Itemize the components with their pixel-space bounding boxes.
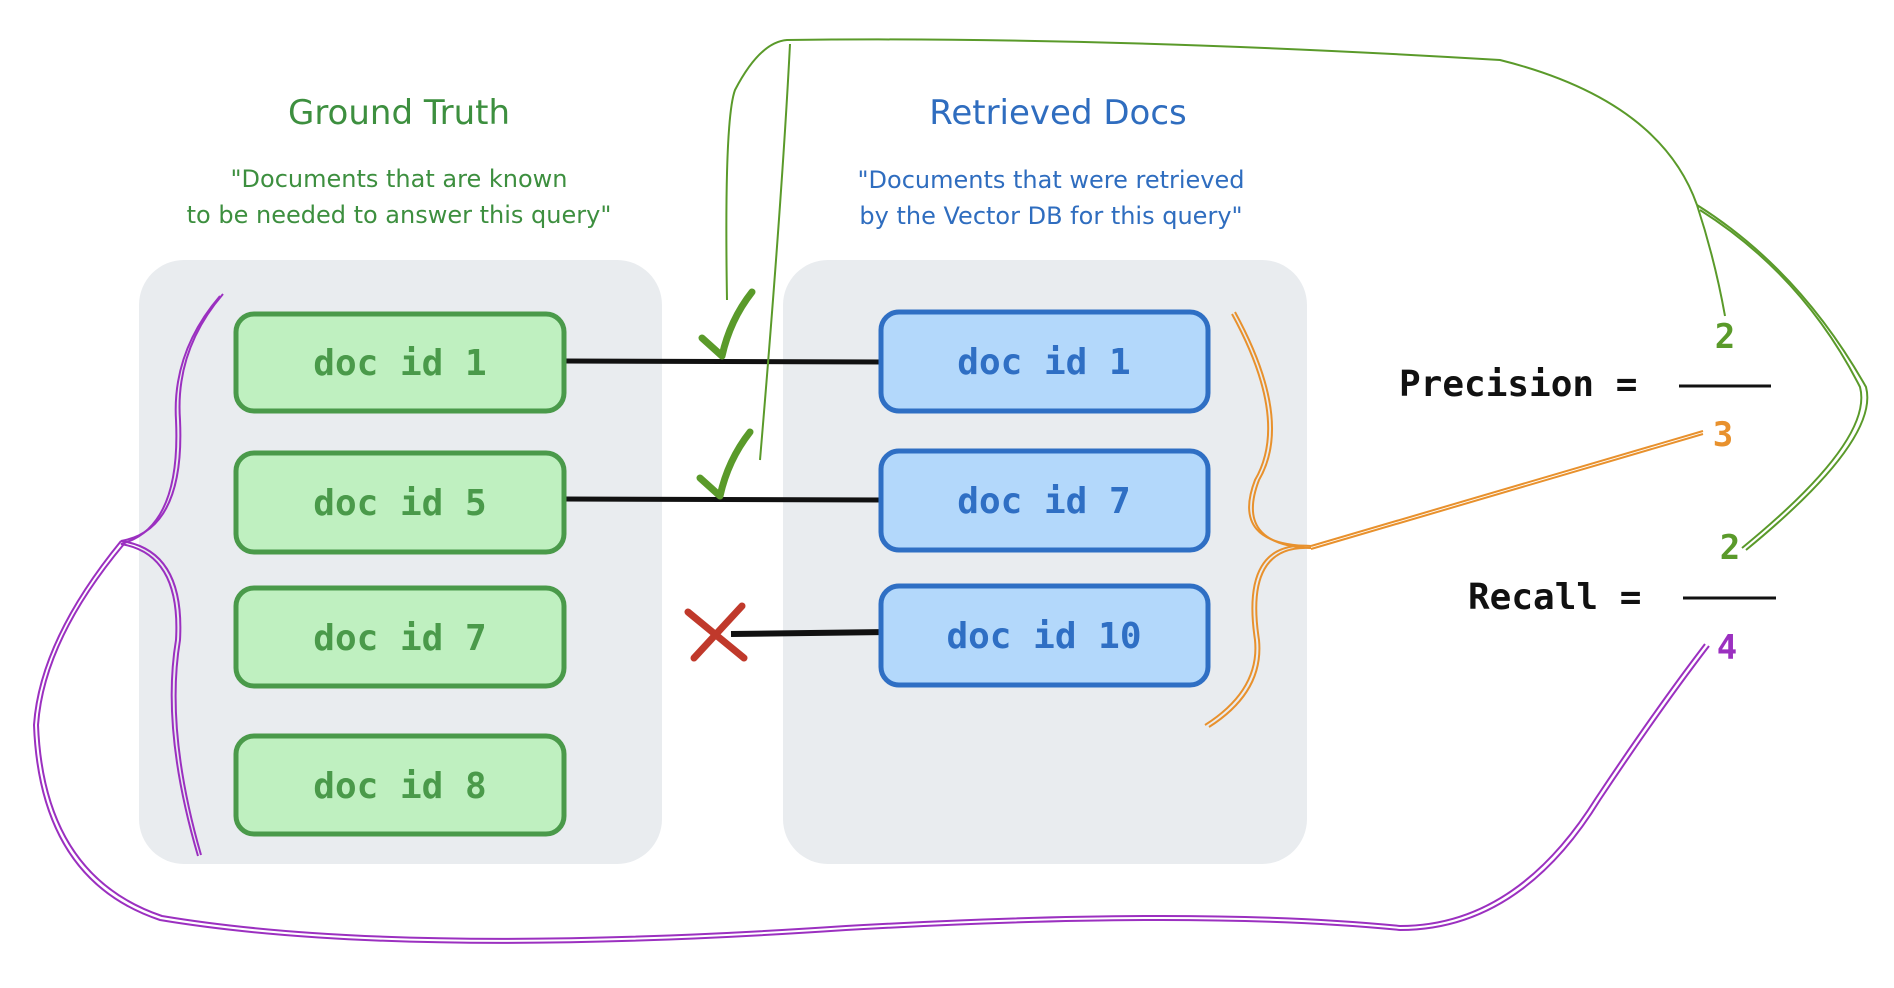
recall-denominator: 4 <box>1717 628 1737 668</box>
retrieved-title: Retrieved Docs <box>929 93 1187 133</box>
retrieved-subtitle-1: "Documents that were retrieved <box>857 166 1244 194</box>
precision-numerator: 2 <box>1715 317 1735 357</box>
check-icon <box>696 428 754 500</box>
mismatch-line <box>730 629 889 637</box>
match-line-1 <box>563 358 888 365</box>
retrieved-brace <box>1204 311 1704 728</box>
svg-text:doc id 1: doc id 1 <box>313 343 486 384</box>
ground-truth-doc: doc id 8 <box>233 733 567 837</box>
svg-text:doc id 7: doc id 7 <box>313 618 486 659</box>
ground-truth-brace <box>32 293 1710 944</box>
retrieved-doc: doc id 7 <box>878 448 1211 553</box>
ground-truth-subtitle-1: "Documents that are known <box>231 165 568 193</box>
retrieved-subtitle-2: by the Vector DB for this query" <box>859 202 1242 230</box>
svg-text:doc id 10: doc id 10 <box>946 616 1141 657</box>
ground-truth-doc: doc id 1 <box>233 311 567 414</box>
check-icon <box>698 288 756 360</box>
retrieved-doc: doc id 1 <box>878 309 1211 414</box>
recall-numerator: 2 <box>1720 528 1740 568</box>
svg-text:doc id 1: doc id 1 <box>957 342 1130 383</box>
recall-label: Recall = <box>1468 577 1641 618</box>
ground-truth-title: Ground Truth <box>288 93 510 133</box>
svg-text:doc id 5: doc id 5 <box>313 483 486 524</box>
ground-truth-doc: doc id 5 <box>233 450 567 555</box>
precision-label: Precision = <box>1399 364 1637 405</box>
numerator-connector <box>725 38 1869 551</box>
svg-text:doc id 7: doc id 7 <box>957 481 1130 522</box>
ground-truth-subtitle-2: to be needed to answer this query" <box>187 201 612 229</box>
x-mark-icon <box>684 602 748 662</box>
retrieved-doc: doc id 10 <box>878 583 1211 688</box>
ground-truth-doc: doc id 7 <box>233 585 567 689</box>
precision-denominator: 3 <box>1713 415 1733 455</box>
svg-text:doc id 8: doc id 8 <box>313 766 486 807</box>
match-line-2 <box>563 496 886 503</box>
